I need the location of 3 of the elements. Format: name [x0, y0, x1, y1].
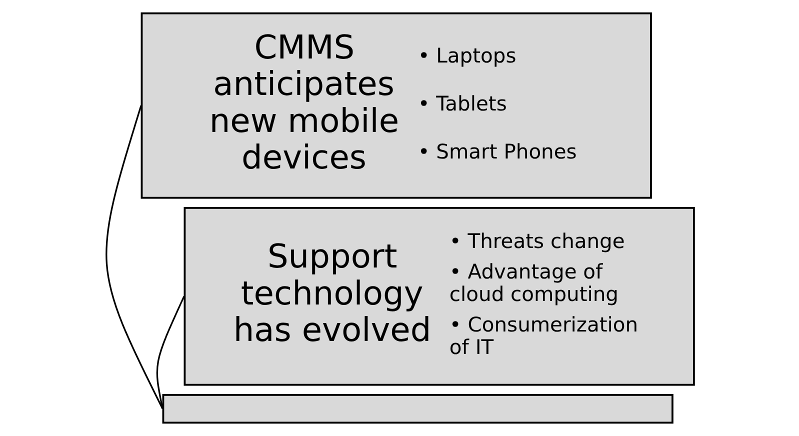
node-box [162, 394, 673, 424]
connector [105, 105, 163, 410]
connector [156, 296, 184, 409]
